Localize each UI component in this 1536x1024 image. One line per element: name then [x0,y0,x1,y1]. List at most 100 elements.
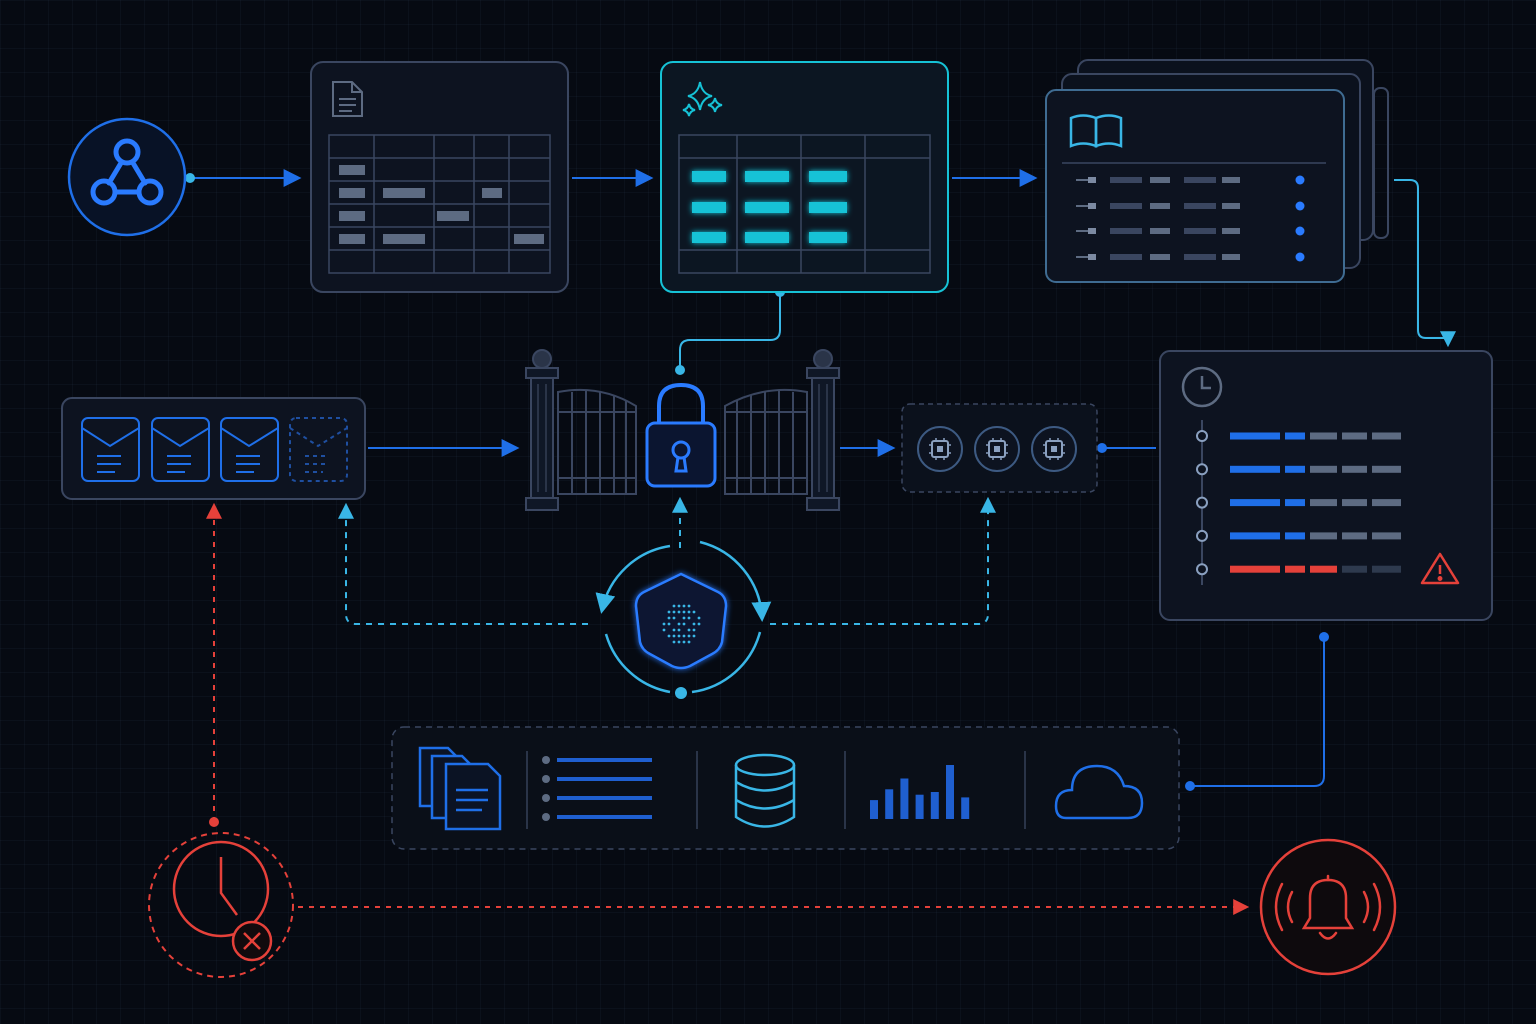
security-gate-node[interactable] [525,349,840,511]
warning-icon [1420,552,1460,585]
fingerprint-dot [672,640,676,644]
log-bar [1230,465,1280,473]
sparkles-icon [682,81,723,117]
log-bar [1342,532,1367,540]
fingerprint-dot [682,604,686,608]
orchestrator-node[interactable] [595,540,772,699]
log-bar [1310,432,1337,440]
fingerprint-dot [692,610,696,614]
log-bar [1310,499,1337,507]
enriched-table-node[interactable] [660,61,949,293]
envelope-icon [220,417,279,482]
processor-chips-node[interactable] [901,403,1098,493]
log-bar [1230,432,1280,440]
envelope-icon [289,417,348,482]
fingerprint-dot [692,622,696,626]
event-log-node[interactable] [1159,350,1493,621]
catalog-stack-node[interactable] [1045,59,1389,283]
cloud-icon [1054,764,1144,820]
log-bar [1285,532,1305,540]
log-bar [1285,465,1305,473]
timeline-row [1196,496,1401,509]
fingerprint-dot [682,634,686,638]
log-bar [1310,465,1337,473]
catalog-rows [1076,175,1305,262]
list-item [1076,226,1305,236]
fingerprint-dot [672,616,676,620]
dot-gate-in [675,365,685,375]
clock-error-icon [172,840,273,962]
fingerprint-dot [692,634,696,638]
dot-event-log-out [1319,632,1329,642]
enriched-table-cells [692,171,847,243]
fingerprint-dot [682,616,686,620]
gate-pillar-left [525,349,559,511]
log-bar [1285,432,1305,440]
fingerprint-dot [687,628,691,632]
fingerprint-dot [667,634,671,638]
raw-table-node[interactable] [310,61,569,293]
database-icon [734,753,796,828]
timeout-error-node[interactable] [148,832,294,978]
fingerprint-dot [662,622,666,626]
storage-bar-node[interactable] [391,726,1180,850]
orchestrator-shield [634,572,728,670]
fingerprint-dot [697,616,701,620]
cycle-arrows [595,540,772,694]
timeline-node [1196,529,1208,542]
fingerprint-dot [677,604,681,608]
log-bar [1230,565,1280,573]
fingerprint-dot [667,616,671,620]
message-queue-node[interactable] [61,397,366,500]
enriched-table-grid [678,134,931,274]
fingerprint-dot [687,634,691,638]
timeline-row [1196,529,1401,542]
open-book-icon [1069,114,1123,148]
alert-node[interactable] [1259,838,1397,976]
gate-door-left [557,388,637,495]
log-bar [1372,565,1401,573]
bar-chart-bar [900,778,909,819]
raw-table-cells [339,165,544,244]
list-item [1076,175,1305,185]
fingerprint-dot [687,640,691,644]
bar-chart-icon [870,765,970,819]
bar-chart-bar [915,794,924,819]
fingerprint-dot [682,622,686,626]
timeline-row [1196,463,1401,476]
fingerprint-dot [667,610,671,614]
fingerprint-dot [667,622,671,626]
webhook-node[interactable] [67,117,187,237]
fingerprint-dot [682,610,686,614]
webhook-icon [90,138,164,206]
fingerprint-dot [692,628,696,632]
log-bar [1342,465,1367,473]
clock-icon [1181,366,1223,408]
envelope-icon [151,417,210,482]
timeline-node [1196,563,1208,576]
edge-event-log-to-storage [1190,636,1325,787]
edge-orchestrator-to-queue [338,502,588,625]
timeline-row [1196,430,1401,442]
raw-table-grid [328,134,551,274]
fingerprint-dot [672,634,676,638]
orchestrator-bottom-dot [675,687,687,699]
fingerprint-dot [697,622,701,626]
dot-chips-out [1097,443,1107,453]
list-item [1076,201,1305,211]
log-bar [1372,465,1401,473]
log-bar [1285,565,1305,573]
fingerprint-dot [677,628,681,632]
fingerprint-dot [682,640,686,644]
fingerprint-dot [677,622,681,626]
bar-chart-bar [961,797,970,819]
fingerprint-dot [677,610,681,614]
edges [190,169,1456,915]
timeline-node [1196,430,1208,442]
list-icon [542,756,652,821]
timeline-rows [1196,430,1401,576]
envelope-icon [81,417,140,482]
edge-catalog-to-event-log [1394,179,1456,348]
